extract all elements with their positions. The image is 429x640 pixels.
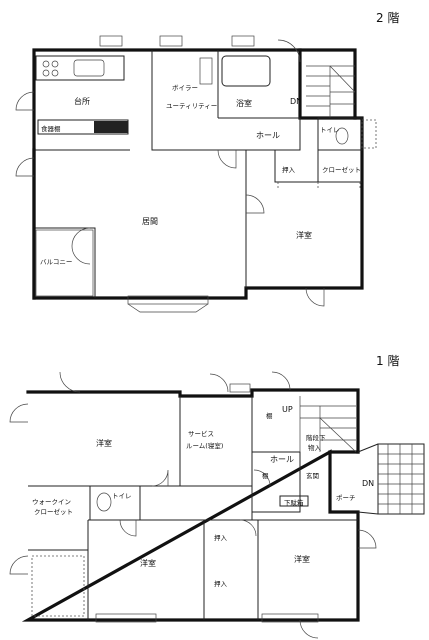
room-shoebox: 下駄箱 (284, 498, 304, 507)
stove-burner-1 (42, 60, 50, 68)
garage-area (31, 555, 85, 617)
floor-2-window-1 (99, 35, 123, 47)
room-walkin-closet: クローゼット (34, 507, 73, 516)
floor-2-bay-outline (127, 303, 209, 313)
floor-1-plan: 1 階 (9, 353, 425, 639)
stairs-up-label: UP (282, 405, 293, 414)
room-entrance: 玄関 (306, 471, 319, 480)
floor-2-door-hall (217, 149, 237, 169)
porch-down-label: DN (362, 479, 374, 488)
room-toilet: トイレ (320, 126, 340, 134)
room-oshiire-bottom: 押入 (214, 579, 228, 588)
porch-steps (357, 443, 425, 515)
room-toilet-1f: トイレ (112, 492, 132, 500)
floor-1-heading: 1 階 (376, 353, 399, 368)
floor-2-plan: 2 階 食器棚 (15, 10, 399, 313)
floor-2-door-western (245, 194, 265, 214)
room-living: 居間 (142, 217, 158, 226)
floor-1-door-garage (9, 555, 29, 575)
floor-2-door-kitchen (15, 91, 35, 111)
room-western-left: 洋室 (96, 438, 112, 448)
floor-1-window-bottom-1 (95, 613, 157, 623)
room-hall: ホール (256, 131, 280, 140)
floor-1-door-room-right (239, 519, 257, 537)
room-kitchen: 台所 (74, 96, 90, 106)
stairs-down-label: DN (290, 97, 302, 106)
floor-1-door-left (9, 403, 29, 423)
floor-2-door-bottom (305, 287, 325, 307)
floor-1-door-right (357, 529, 377, 549)
kitchen-counter (35, 55, 125, 81)
room-oshiire-top: 押入 (214, 533, 228, 542)
floor-1-door-top-left (59, 371, 81, 393)
floor-2-door-living (15, 157, 35, 177)
room-service: サービス (188, 429, 214, 438)
stove-burner-3 (42, 69, 50, 77)
room-western: 洋室 (296, 230, 312, 240)
floor-1-door-top-right (271, 371, 291, 391)
bathtub (221, 55, 271, 87)
room-shelf-2: 棚 (266, 411, 273, 420)
floor-2-door-stair (277, 39, 301, 63)
floor-1-window-bottom-2 (261, 613, 319, 623)
room-hall-1f: ホール (270, 455, 294, 464)
floor-2-toilet-window (361, 119, 377, 149)
stove-burner-4 (51, 69, 59, 77)
room-porch: ポーチ (336, 494, 356, 502)
room-walkin: ウォークイン (32, 498, 71, 506)
room-oshiire: 押入 (282, 165, 296, 174)
room-balcony: バルコニー (40, 258, 72, 266)
floor-2-heading: 2 階 (376, 10, 399, 25)
floor-2-toilet-bowl (335, 127, 349, 145)
room-bath: 浴室 (236, 98, 252, 108)
room-boiler: ボイラー (172, 84, 198, 92)
floor-1-door-top-mid (209, 373, 229, 393)
floor-2-outer-wall (32, 48, 364, 300)
cupboard-hatch (94, 121, 128, 133)
floor-2-stairs (306, 65, 356, 118)
room-understair: 階段下 (306, 433, 326, 442)
stove-burner-2 (51, 60, 59, 68)
floor-2-interior-walls (34, 50, 362, 298)
floor-2-window-2 (159, 35, 183, 47)
floor-1-interior-walls (28, 396, 358, 620)
floor-1-window-top (229, 383, 251, 393)
floor-1-door-room (119, 519, 137, 537)
floor-1-door-service (151, 469, 169, 487)
floor-1-stairs (299, 396, 357, 453)
boiler-unit (199, 57, 213, 85)
room-western-right: 洋室 (294, 554, 310, 564)
balcony-area (35, 229, 94, 297)
floor-2-toilet-room (317, 117, 363, 151)
room-service-note: ルーム(寝室) (186, 441, 223, 450)
room-understair-storage: 物入 (308, 443, 322, 452)
floor-1-door-bottom-right (299, 619, 319, 639)
room-closet: クローゼット (322, 165, 361, 174)
floor-2-window-3 (231, 35, 255, 47)
kitchen-cupboard-label: 食器棚 (41, 124, 61, 133)
room-utility: ユーティリティー (166, 102, 217, 110)
room-western-bottom: 洋室 (140, 558, 156, 568)
floor-2-bay-window (127, 295, 209, 305)
floor-1-toilet-bowl (96, 492, 112, 512)
floor-2-stair-wall (298, 48, 357, 120)
room-shelf: 棚 (262, 471, 269, 480)
floor-1-door-hall (253, 469, 271, 487)
shoe-cabinet (279, 495, 309, 507)
closet-doors (277, 182, 361, 190)
kitchen-sink (73, 59, 105, 77)
floor-2-door-balcony (71, 227, 91, 265)
